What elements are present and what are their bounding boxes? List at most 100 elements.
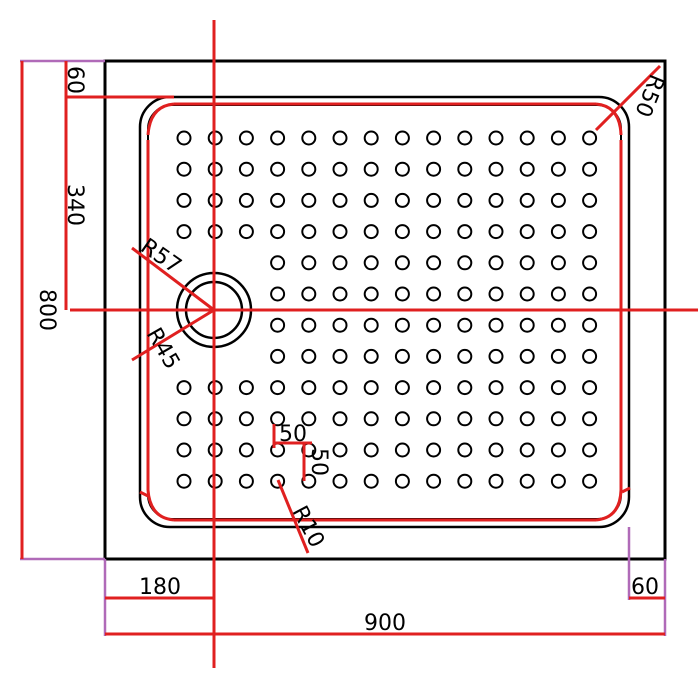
drain-hole [582,411,598,427]
drain-hole [519,473,535,489]
drain-hole [519,442,535,458]
drain-hole [394,224,410,240]
drain-hole [488,348,504,364]
drain-hole [238,192,254,208]
drain-hole [332,192,348,208]
drain-hole [394,255,410,271]
drain-hole [363,161,379,177]
drain-hole [363,224,379,240]
drain-hole [301,224,317,240]
drain-hole [301,130,317,146]
drain-hole [270,317,286,333]
drain-hole [301,192,317,208]
drain-hole [176,473,192,489]
drain-hole [457,442,473,458]
drain-hole [457,317,473,333]
drain-hole [550,442,566,458]
drain-hole [332,442,348,458]
drain-hole [332,411,348,427]
drain-hole [550,255,566,271]
drain-hole [270,286,286,302]
basin-outline-outer [138,95,631,529]
drain-hole [332,317,348,333]
drain-hole [426,442,442,458]
drain-hole [457,411,473,427]
drain-hole [457,192,473,208]
basin-contour-red [139,102,631,522]
drain-hole [488,473,504,489]
drain-hole [582,255,598,271]
drain-hole [270,255,286,271]
drain-hole [582,192,598,208]
drain-hole [582,130,598,146]
drain-hole [519,161,535,177]
drain-hole [394,473,410,489]
drain-hole [550,348,566,364]
drain-hole [363,286,379,302]
drain-hole [394,380,410,396]
dim-hole-pitch-x: 50 [279,422,307,447]
drain-hole [550,473,566,489]
drain-hole [488,286,504,302]
drain-hole [426,255,442,271]
drain-hole [238,224,254,240]
drain-hole [550,130,566,146]
drain-hole [301,255,317,271]
drain-hole [488,411,504,427]
dim-right-rim: 60 [631,575,659,600]
drain-hole [301,411,317,427]
drain-hole [363,380,379,396]
dim-overall-width: 900 [364,611,406,636]
drain-hole [332,161,348,177]
dim-drain-offset-y: 340 [62,184,87,226]
drain-hole [457,255,473,271]
drain-hole [582,473,598,489]
drain-hole [301,473,317,489]
drain-hole [457,380,473,396]
drain-hole [426,192,442,208]
drain-hole [582,442,598,458]
drain-hole [238,161,254,177]
drain-hole [394,286,410,302]
drain-hole [363,348,379,364]
drain-hole [363,255,379,271]
drain-hole [238,473,254,489]
drain-hole [519,380,535,396]
drain-hole [582,224,598,240]
drain-hole [301,286,317,302]
drain-hole [582,380,598,396]
drain-hole [457,224,473,240]
drain-hole [394,161,410,177]
drain-hole [176,380,192,396]
drain-hole [550,380,566,396]
drain-hole [426,380,442,396]
drain-hole [363,442,379,458]
drain-hole [582,317,598,333]
drain-hole [550,286,566,302]
drain-hole [270,411,286,427]
drain-hole [394,130,410,146]
drain-hole [426,224,442,240]
drain-hole [488,255,504,271]
dimension-lines [20,61,665,636]
drain-hole [550,411,566,427]
drain-hole [394,411,410,427]
drain-hole [550,317,566,333]
drain-hole [426,348,442,364]
drain-hole [176,192,192,208]
drain-hole [488,224,504,240]
drain-hole [519,130,535,146]
drain-hole [332,224,348,240]
drain-hole [363,130,379,146]
drain-hole [332,348,348,364]
dim-drain-offset-x: 180 [139,575,181,600]
drain-hole [363,411,379,427]
drain-hole [332,473,348,489]
drain-hole [488,130,504,146]
drain-hole [176,442,192,458]
drain-hole [519,348,535,364]
drain-hole [426,317,442,333]
drain-hole [426,130,442,146]
